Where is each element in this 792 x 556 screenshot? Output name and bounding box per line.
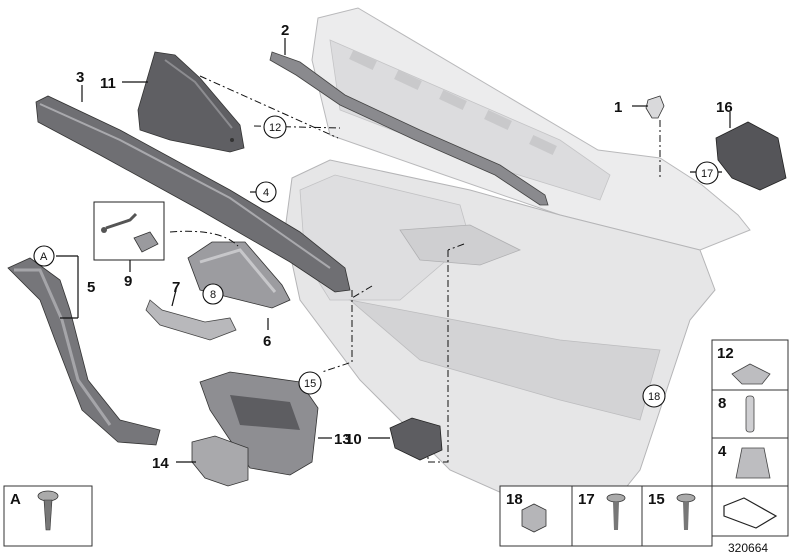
part-16-module bbox=[715, 121, 787, 191]
part-3-trim-strip bbox=[35, 95, 351, 293]
legend-column-right: 12 8 4 bbox=[711, 339, 789, 487]
callout-18: 18 bbox=[648, 391, 660, 403]
diagram-code: 320664 bbox=[728, 541, 768, 555]
symbol-icon bbox=[723, 497, 778, 529]
callout-A: A bbox=[40, 251, 48, 263]
part-2-seal-strip bbox=[269, 51, 549, 206]
part-7-trim-piece bbox=[145, 299, 237, 341]
legend-A: A bbox=[10, 491, 21, 508]
callout-13: 13 bbox=[334, 431, 351, 448]
legend-17: 17 bbox=[578, 491, 595, 508]
legend-4: 4 bbox=[718, 443, 727, 460]
part-10-switch bbox=[389, 417, 443, 461]
callouts: 2 3 11 1 16 9 7 5 6 13 14 10 12 4 8 A 15… bbox=[33, 22, 733, 472]
legend-18: 18 bbox=[506, 491, 523, 508]
part-14-tray bbox=[191, 435, 249, 487]
callout-16: 16 bbox=[716, 99, 733, 116]
callout-11: 11 bbox=[100, 75, 116, 92]
legend-12: 12 bbox=[717, 345, 734, 362]
callout-6: 6 bbox=[263, 333, 271, 350]
legend-8: 8 bbox=[718, 395, 726, 412]
callout-10: 10 bbox=[345, 431, 362, 448]
legend-row-bottom: A 18 17 15 bbox=[3, 485, 789, 547]
callout-9: 9 bbox=[124, 273, 132, 290]
callout-14: 14 bbox=[152, 455, 169, 472]
dashed-lines bbox=[169, 75, 661, 463]
leader-lines bbox=[56, 38, 731, 463]
legend-15: 15 bbox=[648, 491, 665, 508]
callout-3: 3 bbox=[76, 69, 84, 86]
callout-4: 4 bbox=[263, 187, 269, 199]
part-1-clip bbox=[645, 95, 665, 119]
callout-12: 12 bbox=[269, 122, 281, 134]
callout-15: 15 bbox=[304, 378, 316, 390]
callout-2: 2 bbox=[281, 22, 289, 39]
part-5-grab-handle bbox=[7, 257, 161, 446]
callout-1: 1 bbox=[614, 99, 622, 116]
callout-17: 17 bbox=[701, 168, 713, 180]
part-13-storage-bin bbox=[199, 371, 319, 476]
callout-7: 7 bbox=[172, 279, 180, 296]
callout-5: 5 bbox=[87, 279, 95, 296]
callout-8: 8 bbox=[210, 289, 216, 301]
part-11-speaker-cover bbox=[137, 51, 245, 153]
part-9-bracket-set bbox=[93, 201, 165, 261]
